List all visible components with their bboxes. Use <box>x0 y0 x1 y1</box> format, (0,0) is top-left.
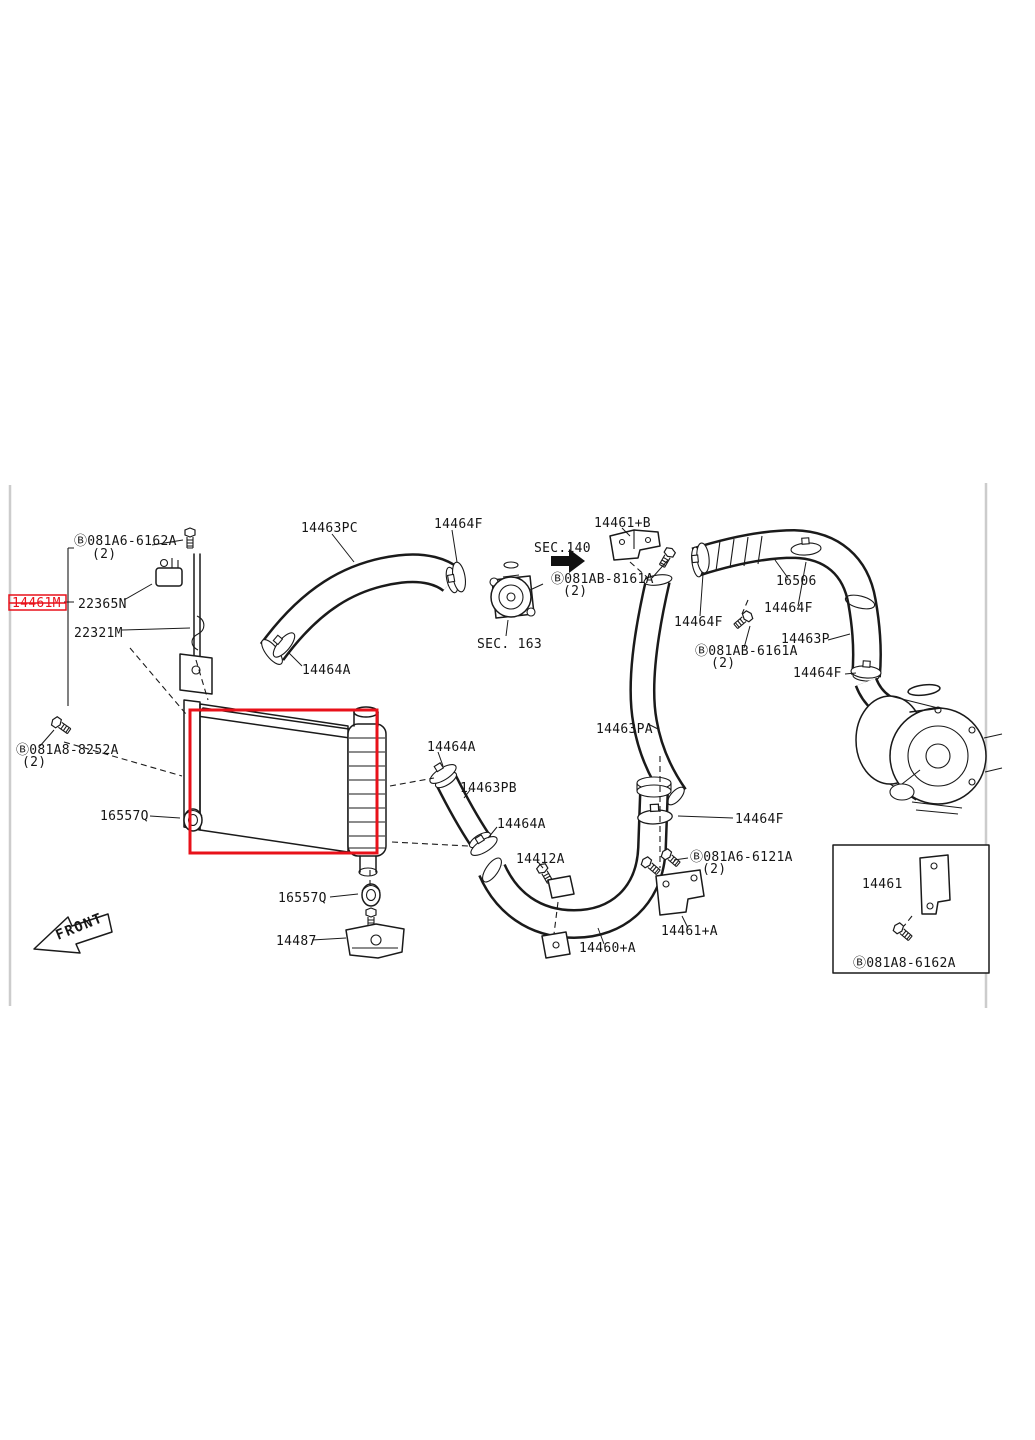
label-16557q-left: 16557Q <box>100 809 149 824</box>
label-14461-inset: 14461 <box>862 877 903 892</box>
bolt-14412a-drawing <box>535 861 575 959</box>
label-bolt-081ab-8161a: Ⓑ081AB-8161A <box>551 572 654 587</box>
label-14463pb: 14463PB <box>460 781 517 796</box>
mount-16557q-left-drawing <box>183 808 203 832</box>
turbocharger-drawing <box>855 683 1003 815</box>
hose-14463pa-drawing <box>629 574 687 806</box>
label-14461-plus-a: 14461+A <box>661 924 718 939</box>
sec163-chamber-drawing <box>489 561 544 619</box>
label-22321m: 22321M <box>74 626 123 641</box>
label-14461-plus-b: 14461+B <box>594 516 651 531</box>
red-highlight-box <box>188 708 379 855</box>
label-14463p: 14463P <box>781 632 830 647</box>
label-sec163: SEC. 163 <box>477 637 542 652</box>
label-14464f-d: 14464F <box>735 812 784 827</box>
label-bolt-081ab-6161a: Ⓑ081AB-6161A <box>695 644 798 659</box>
label-14487: 14487 <box>276 934 317 949</box>
label-14464a-1: 14464A <box>302 663 351 678</box>
label-bolt-081a8-8252a-qty: (2) <box>22 755 46 770</box>
label-bolt-081a8-8252a: Ⓑ081A8-8252A <box>16 743 119 758</box>
label-bolt-081a6-6121a: Ⓑ081A6-6121A <box>690 850 793 865</box>
bolt-081a8-8252a-drawing <box>49 715 73 736</box>
sensor-bracket-assembly-drawing <box>67 527 213 706</box>
label-bolt-081ab-6161a-qty: (2) <box>711 656 735 671</box>
hose-14460a-drawing <box>478 776 672 940</box>
bracket-14487-drawing <box>345 923 405 959</box>
intercooler-drawing <box>183 699 387 877</box>
front-arrow <box>33 913 113 954</box>
label-bolt-081a6-6121a-qty: (2) <box>702 862 726 877</box>
label-bolt-081a6-6162a-qty: (2) <box>92 547 116 562</box>
bolt-081ab-8161a-drawing <box>657 545 677 569</box>
label-14460-plus-a: 14460+A <box>579 941 636 956</box>
part-labels: Ⓑ081A6-6162A (2) 22365N 14461M 22321M 14… <box>12 516 956 971</box>
label-bolt-081a6-6162a: Ⓑ081A6-6162A <box>74 534 177 549</box>
dashed-guide-lines <box>63 561 749 935</box>
label-leader-lines <box>39 527 918 945</box>
sec140-arrow <box>551 549 585 573</box>
label-14464f-c: 14464F <box>793 666 842 681</box>
label-bolt-081ab-8161a-qty: (2) <box>563 584 587 599</box>
label-14464f-a: 14464F <box>764 601 813 616</box>
bolt-081ab-6161a-drawing <box>731 608 755 631</box>
label-14463pc: 14463PC <box>301 521 358 536</box>
label-14464a-2: 14464A <box>427 740 476 755</box>
label-14412a: 14412A <box>516 852 565 867</box>
label-16506: 16506 <box>776 574 817 589</box>
label-14463pa: 14463PA <box>596 722 653 737</box>
inset-box-14461 <box>832 844 990 974</box>
label-14461m-highlighted: 14461M <box>12 596 61 611</box>
bracket-14461a-drawing <box>639 846 705 916</box>
bracket-14461b-drawing <box>609 529 661 561</box>
label-14464a-3: 14464A <box>497 817 546 832</box>
mount-16557q-right-drawing <box>361 883 381 907</box>
label-16557q-right: 16557Q <box>278 891 327 906</box>
label-22365n: 22365N <box>78 597 127 612</box>
label-14464f-b: 14464F <box>674 615 723 630</box>
label-sec140: SEC.140 <box>534 541 591 556</box>
label-14464f-top: 14464F <box>434 517 483 532</box>
red-annotations <box>8 594 379 855</box>
label-bolt-081a8-6162a-inset: Ⓑ081A8-6162A <box>853 956 956 971</box>
